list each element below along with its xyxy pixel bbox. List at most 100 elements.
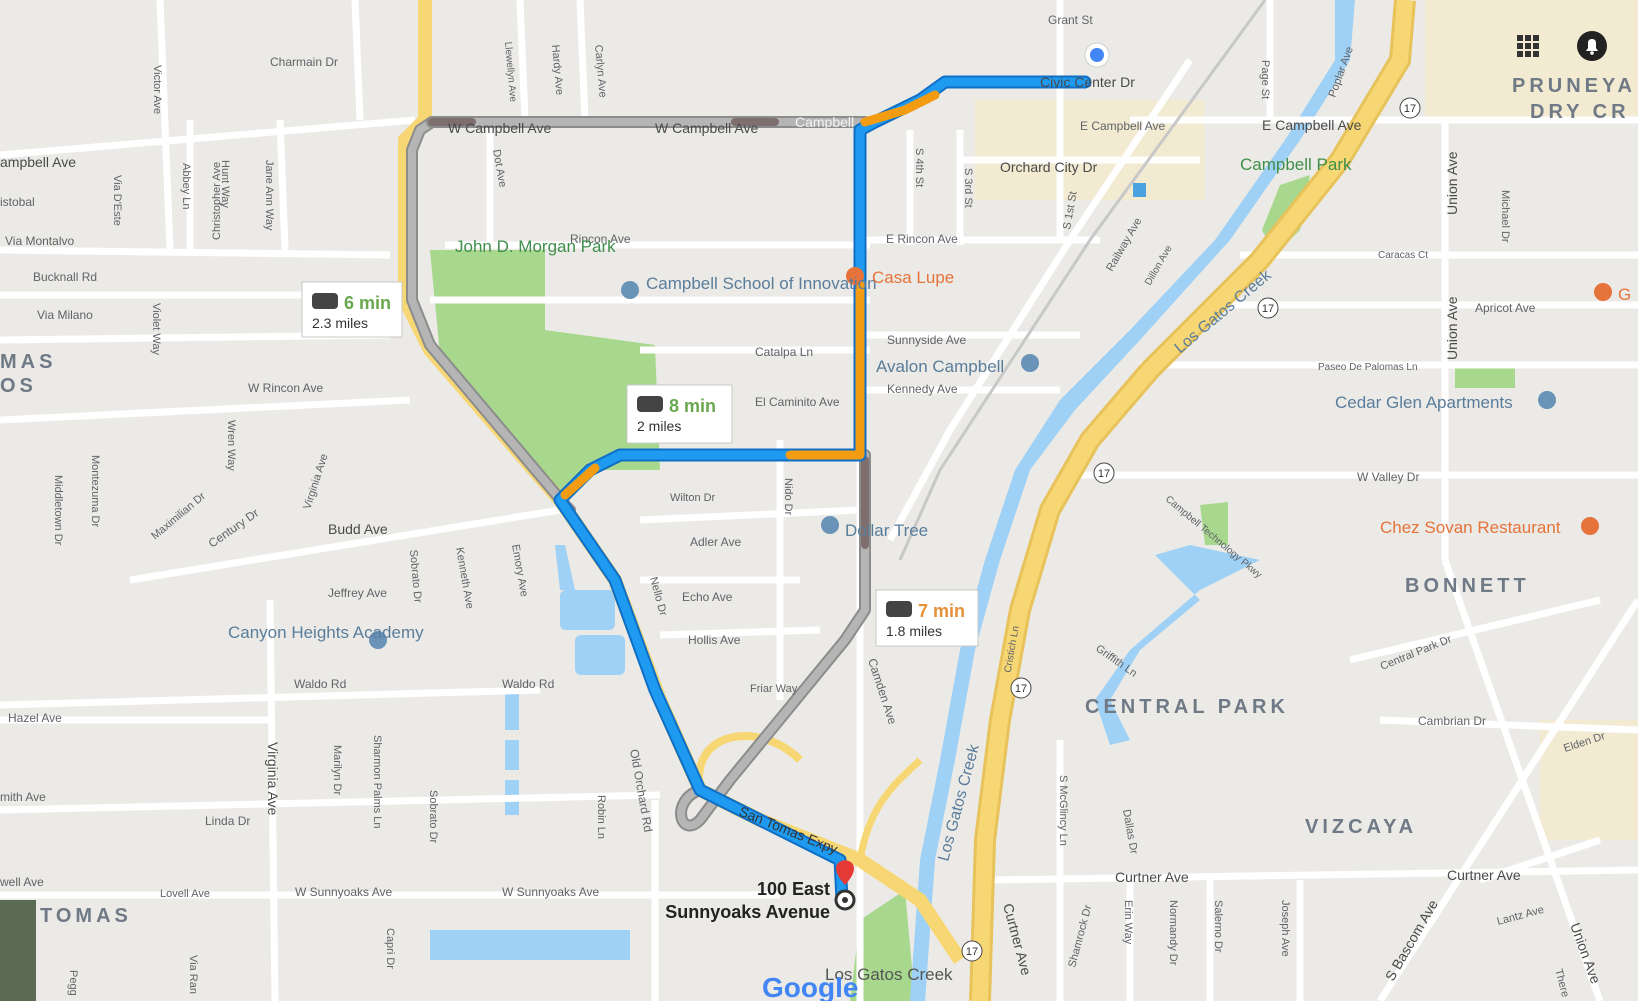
restaurant-east-pin-icon[interactable] [1594,283,1612,301]
label-los-gatos-creek-park: Los Gatos Creek [825,965,953,984]
apartments-pin-icon[interactable] [1538,391,1556,409]
street-via-montalvo [0,246,391,259]
label-violet: Violet Way [150,303,162,355]
label-bucknall: Bucknall Rd [33,270,97,284]
label-page: Page St [1259,60,1271,99]
label-smith: mith Ave [0,790,46,804]
label-hunt: Hunt Way [219,160,231,208]
label-w-valley: W Valley Dr [1357,470,1419,484]
satellite-thumbnail[interactable] [0,900,36,1001]
label-pruneyard: PRUNEYA [1512,75,1636,97]
route-time: 8 min [669,396,716,416]
label-mas: MAS [0,351,56,373]
street-jane-ann [276,119,289,251]
label-w-sunnyoaks-1: W Sunnyoaks Ave [295,885,392,899]
highway-shields: 17 17 17 17 17 [961,97,1421,962]
route-callout-8min[interactable]: 8 min 2 miles [626,384,733,444]
street-llewellyn [516,0,529,121]
ramp-loop [695,732,803,791]
origin-marker[interactable] [1084,42,1110,68]
academy-pin-icon[interactable] [369,631,387,649]
neighborhood-labels: BONNETT CENTRAL PARK VIZCAYA PRUNEYA DRY… [0,75,1636,927]
ramp-east [856,757,923,861]
street-railway [886,58,1193,542]
los-gatos-creek-water [910,0,1355,1001]
label-central-park: CENTRAL PARK [1085,696,1289,718]
label-e-rincon: E Rincon Ave [886,232,958,246]
pond-1 [555,545,575,590]
route-selected-traffic-3 [560,463,600,500]
label-waldo-1: Waldo Rd [294,677,346,691]
label-middletown: Middletown Dr [52,475,64,546]
street-victor [156,0,174,251]
label-via-montalvo: Via Montalvo [5,234,74,248]
avalon-pin-icon[interactable] [1021,354,1039,372]
label-tomas: TOMAS [40,905,132,927]
shield-label: 17 [1098,468,1110,480]
label-civic-center: Civic Center Dr [1040,74,1135,90]
destination-marker[interactable] [834,860,856,911]
label-salerno: Salerno Dr [1212,900,1224,953]
label-jeffrey: Jeffrey Ave [328,586,387,600]
downtown-area [975,100,1205,200]
chez-sovan-pin-icon[interactable] [1581,517,1599,535]
label-linda: Linda Dr [205,814,250,828]
label-s4th: S 4th St [913,148,925,187]
shield-label: 17 [966,946,978,958]
label-lovell-west: well Ave [0,875,44,889]
store-pin-icon[interactable] [821,516,839,534]
route-callout-7min[interactable]: 7 min 1.8 miles [875,589,979,647]
label-pegg: Pegg [67,970,79,996]
label-curtner-1: Curtner Ave [1115,869,1189,885]
label-bonnett: BONNETT [1405,575,1530,597]
label-campbell-downtown: Campbell [795,114,854,130]
street-curtner [989,866,1638,884]
shield-label: 17 [1262,303,1274,315]
label-sharmon: Sharmon Palms Ln [371,735,383,829]
apps-grid-button[interactable] [1510,28,1546,64]
street-w-rincon-west [0,396,411,424]
label-nido: Nido Dr [782,478,794,516]
label-abbey: Abbey Ln [180,163,192,209]
label-cambrian: Cambrian Dr [1418,714,1486,728]
pond-7 [430,930,630,960]
street-north-1 [351,0,364,121]
callout-box [626,384,733,444]
commercial-areas [975,0,1638,840]
street-hollis [659,626,821,639]
school-pin-icon[interactable] [621,281,639,299]
label-sobrato-2: Sobrato Dr [427,790,439,844]
label-vizcaya: VIZCAYA [1305,816,1417,838]
label-adler: Adler Ave [690,535,741,549]
label-w-campbell-2: W Campbell Ave [655,120,758,136]
pond-5 [505,740,519,770]
label-lovell: Lovell Ave [160,888,210,900]
route-alt-7min [677,451,869,830]
shield-17-b: 17 [1257,297,1279,319]
transit-icon[interactable] [1133,183,1146,197]
street-adler [639,506,861,524]
label-carlyn: Carlyn Ave [592,44,609,98]
label-wren: Wren Way [225,420,237,471]
label-curtner-2: Curtner Ave [1447,867,1521,883]
notifications-button[interactable] [1574,28,1610,64]
destination-label: 100 East Sunnyoaks Avenue [665,879,830,922]
label-normandy: Normandy Dr [1167,900,1179,966]
label-jane-ann: Jane Ann Way [263,160,275,231]
route-distance: 2.3 miles [312,315,368,331]
route-callout-6min[interactable]: 6 min 2.3 miles [301,281,403,338]
car-icon [886,601,912,617]
restaurant-pin-icon[interactable] [846,267,864,285]
label-grant: Grant St [1048,13,1093,27]
label-avalon: Avalon Campbell [876,357,1004,376]
label-union-1: Union Ave [1444,151,1460,215]
label-via-ran: Via Ran [187,955,199,994]
label-campbell-school: Campbell School of Innovation [646,274,877,293]
street-virginia [266,599,279,1001]
label-sunnyside: Sunnyside Ave [887,333,966,347]
label-llewellyn: Llewellyn Ave [502,41,518,103]
route-layer [406,75,1092,907]
label-restaurant-east: G [1618,285,1631,304]
label-paseo: Paseo De Palomas Ln [1318,362,1418,373]
